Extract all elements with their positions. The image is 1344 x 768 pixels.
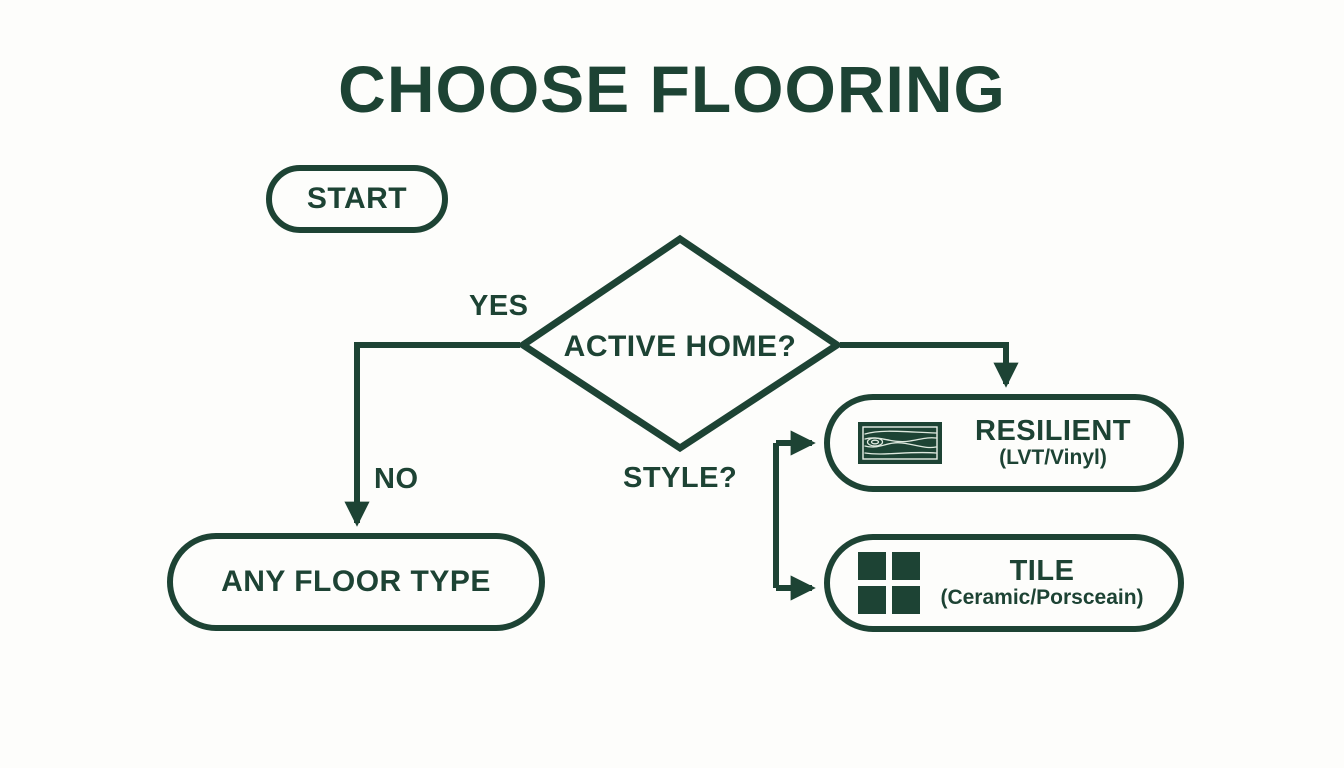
node-tile[interactable]: TILE (Ceramic/Porsceain) [824, 534, 1184, 632]
node-resilient-text: RESILIENT (LVT/Vinyl) [942, 415, 1178, 470]
node-start[interactable]: START [266, 165, 448, 233]
page-title: CHOOSE FLOORING [338, 52, 1006, 126]
node-any-floor-type[interactable]: ANY FLOOR TYPE [167, 533, 545, 631]
edge-active-yes-path [840, 342, 1019, 388]
node-resilient[interactable]: RESILIENT (LVT/Vinyl) [824, 394, 1184, 492]
node-decision-label: ACTIVE HOME? [563, 330, 797, 363]
node-any-floor-type-label: ANY FLOOR TYPE [221, 565, 491, 598]
edge-label-yes: YES [469, 290, 529, 322]
node-resilient-subtitle: (LVT/Vinyl) [999, 446, 1107, 470]
node-resilient-title: RESILIENT [975, 415, 1131, 447]
edge-no-path [344, 342, 520, 527]
node-tile-title: TILE [1009, 555, 1075, 587]
node-tile-subtitle: (Ceramic/Porsceain) [940, 586, 1144, 610]
tile-grid-icon [858, 552, 920, 614]
edge-label-style: STYLE? [623, 462, 738, 494]
wood-plank-icon [858, 422, 942, 464]
node-tile-text: TILE (Ceramic/Porsceain) [920, 555, 1178, 610]
node-start-label: START [306, 182, 408, 215]
edge-label-no: NO [374, 463, 419, 495]
